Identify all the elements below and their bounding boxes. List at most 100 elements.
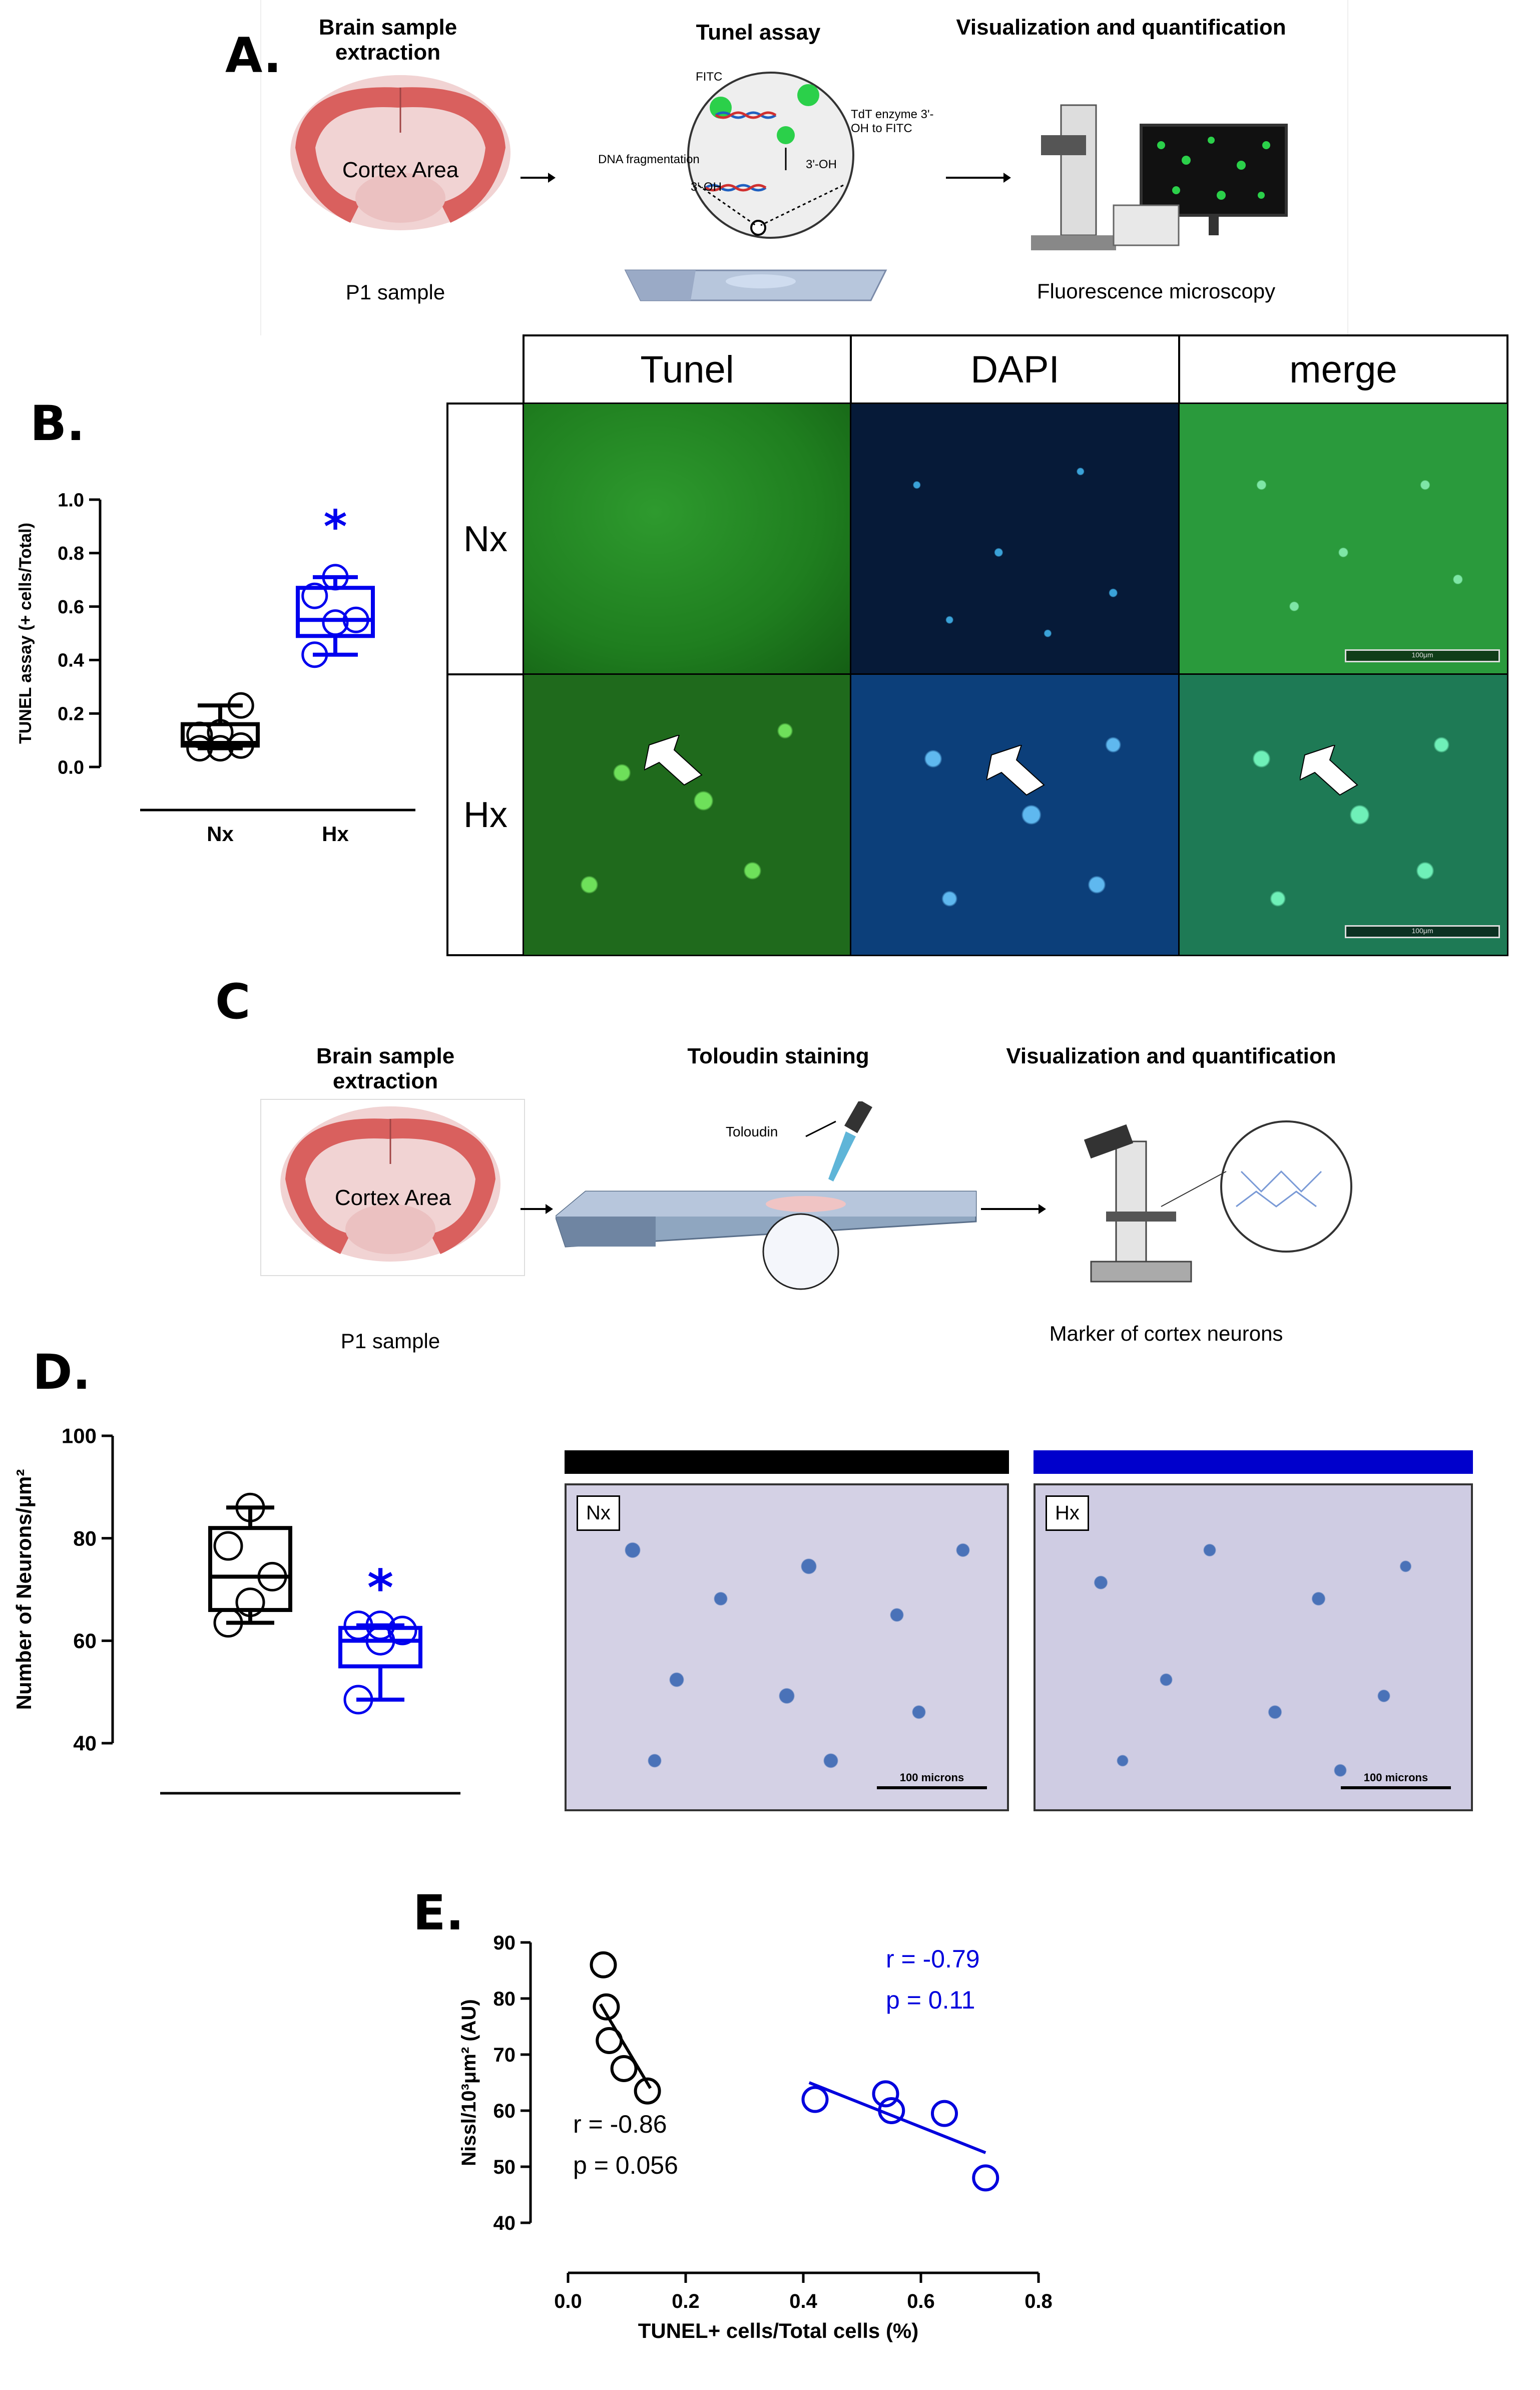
- a-brain-illustration: [290, 75, 510, 230]
- col-header-dapi: DAPI: [850, 334, 1180, 405]
- a-oh-right: 3'-OH: [806, 158, 837, 171]
- box-nx: [208, 1526, 292, 1612]
- y-tick-label: 70: [493, 2044, 516, 2066]
- y-tick-label: 0.4: [58, 650, 84, 671]
- x-axis-label: TUNEL+ cells/Total cells (%): [638, 2319, 919, 2342]
- panel-e-letter: E.: [413, 1885, 464, 1941]
- box-hx: [296, 586, 375, 638]
- a-step3-caption: Fluorescence microscopy: [1037, 279, 1276, 303]
- y-tick-label: 80: [493, 1988, 516, 2010]
- a-arrow-1: [521, 173, 556, 183]
- data-point: [387, 1616, 417, 1646]
- col-header-tunel: Tunel: [523, 334, 852, 405]
- histology-scale-label-nx: 100 microns: [899, 1771, 964, 1784]
- x-tick-label: 0.2: [672, 2290, 700, 2312]
- y-axis-label: Number of Neurons/μm²: [12, 1469, 36, 1710]
- y-tick-label: 40: [73, 1732, 97, 1755]
- y-tick-label: 0.0: [58, 757, 84, 778]
- data-point: [257, 1561, 287, 1591]
- y-axis-label: Nissl/10³μm² (AU): [458, 1999, 480, 2166]
- histology-scale-label-hx: 100 microns: [1363, 1771, 1428, 1784]
- a-fitc-label: FITC: [696, 70, 723, 84]
- panel-c-letter: C: [215, 974, 251, 1030]
- significance-star: *: [323, 501, 347, 553]
- y-tick-label: 60: [493, 2100, 516, 2122]
- y-tick-label: 0.8: [58, 543, 84, 564]
- x-tick-label: 0.6: [907, 2290, 935, 2312]
- y-tick-label: 0.2: [58, 704, 84, 725]
- data-point: [972, 2164, 999, 2192]
- data-point: [342, 606, 369, 633]
- micrograph-nx-tunel: [523, 403, 852, 675]
- x-tick-label: 0.0: [554, 2290, 582, 2312]
- micrograph-nx-merge: 100μm: [1178, 403, 1508, 675]
- data-point: [596, 2027, 623, 2054]
- micrograph-nx-dapi: [850, 403, 1180, 675]
- row-header-hx: Hx: [446, 673, 525, 956]
- histology-scale-bar-nx: [877, 1786, 987, 1789]
- y-axis-label: TUNEL assay (+ cells/Total): [16, 523, 35, 744]
- c-step1-title: Brain sample extraction: [316, 1044, 455, 1093]
- scalebar-nx: 100μm: [1345, 649, 1500, 662]
- arrowhead-hx-merge: [1300, 745, 1358, 796]
- significance-star: *: [367, 1559, 393, 1618]
- a-dna-frag-label: DNA fragmentation: [598, 153, 700, 166]
- x-tick-label: 0.4: [789, 2290, 817, 2312]
- c-step3-title: Visualization and quantification: [1006, 1044, 1336, 1068]
- box-nx: [181, 722, 260, 748]
- data-point: [322, 609, 349, 636]
- data-point: [227, 692, 254, 719]
- col-header-merge: merge: [1178, 334, 1508, 405]
- panel-d-letter: D.: [33, 1344, 91, 1400]
- data-point: [235, 1587, 265, 1618]
- data-point: [207, 735, 234, 762]
- x-tick-label: 0.8: [1024, 2290, 1053, 2312]
- c-cortex-area: Cortex Area: [334, 1185, 451, 1210]
- c-brain-box: [260, 1099, 525, 1276]
- data-point: [593, 1993, 620, 2021]
- c-reagent-label: Toloudin: [726, 1124, 778, 1139]
- y-tick-label: 0.6: [58, 597, 84, 618]
- c-brain-illustration: [280, 1106, 500, 1262]
- data-point: [227, 732, 254, 759]
- data-point: [213, 1531, 243, 1561]
- micrograph-hx-dapi: [850, 673, 1180, 956]
- micrograph-hx-merge: 100μm: [1178, 673, 1508, 956]
- a-cortex-area: Cortex Area: [342, 158, 459, 182]
- y-tick-label: 50: [493, 2156, 516, 2178]
- data-point: [365, 1611, 395, 1641]
- data-point: [634, 2077, 661, 2105]
- a-fluorescence-microscope: [1031, 104, 1288, 250]
- data-point: [207, 719, 234, 746]
- data-point: [343, 1685, 373, 1715]
- y-tick-label: 100: [62, 1424, 97, 1448]
- y-tick-label: 90: [493, 1932, 516, 1954]
- panel-a-letter: A.: [225, 28, 282, 84]
- data-point: [878, 2097, 905, 2124]
- data-point: [301, 582, 328, 609]
- histo-bar-hx: [1034, 1450, 1473, 1474]
- x-category-label: Hx: [366, 1813, 395, 1817]
- correlation-stat: p = 0.056: [573, 2151, 678, 2179]
- a-arrow-2: [946, 173, 1011, 183]
- arrowhead-hx-tunel: [644, 735, 703, 786]
- correlation-stat: r = -0.86: [573, 2110, 667, 2138]
- histo-bar-nx: [565, 1450, 1009, 1474]
- panel-a: [260, 0, 1348, 335]
- data-point: [301, 641, 328, 668]
- a-oh-left: 3'-OH: [691, 180, 722, 194]
- a-step3-title: Visualization and quantification: [956, 15, 1286, 40]
- data-point: [186, 721, 213, 748]
- micrograph-hx-tunel: [523, 673, 852, 956]
- c-arrow-2: [981, 1204, 1046, 1214]
- data-point: [610, 2055, 638, 2082]
- data-point: [235, 1492, 265, 1522]
- panel-b-letter: B.: [30, 395, 85, 452]
- histology-scale-hx: 100 microns: [1341, 1771, 1451, 1789]
- data-point: [872, 2080, 899, 2108]
- c-slide-illustration: [556, 1101, 977, 1290]
- histology-scale-nx: 100 microns: [877, 1771, 987, 1789]
- row-header-nx: Nx: [446, 403, 525, 675]
